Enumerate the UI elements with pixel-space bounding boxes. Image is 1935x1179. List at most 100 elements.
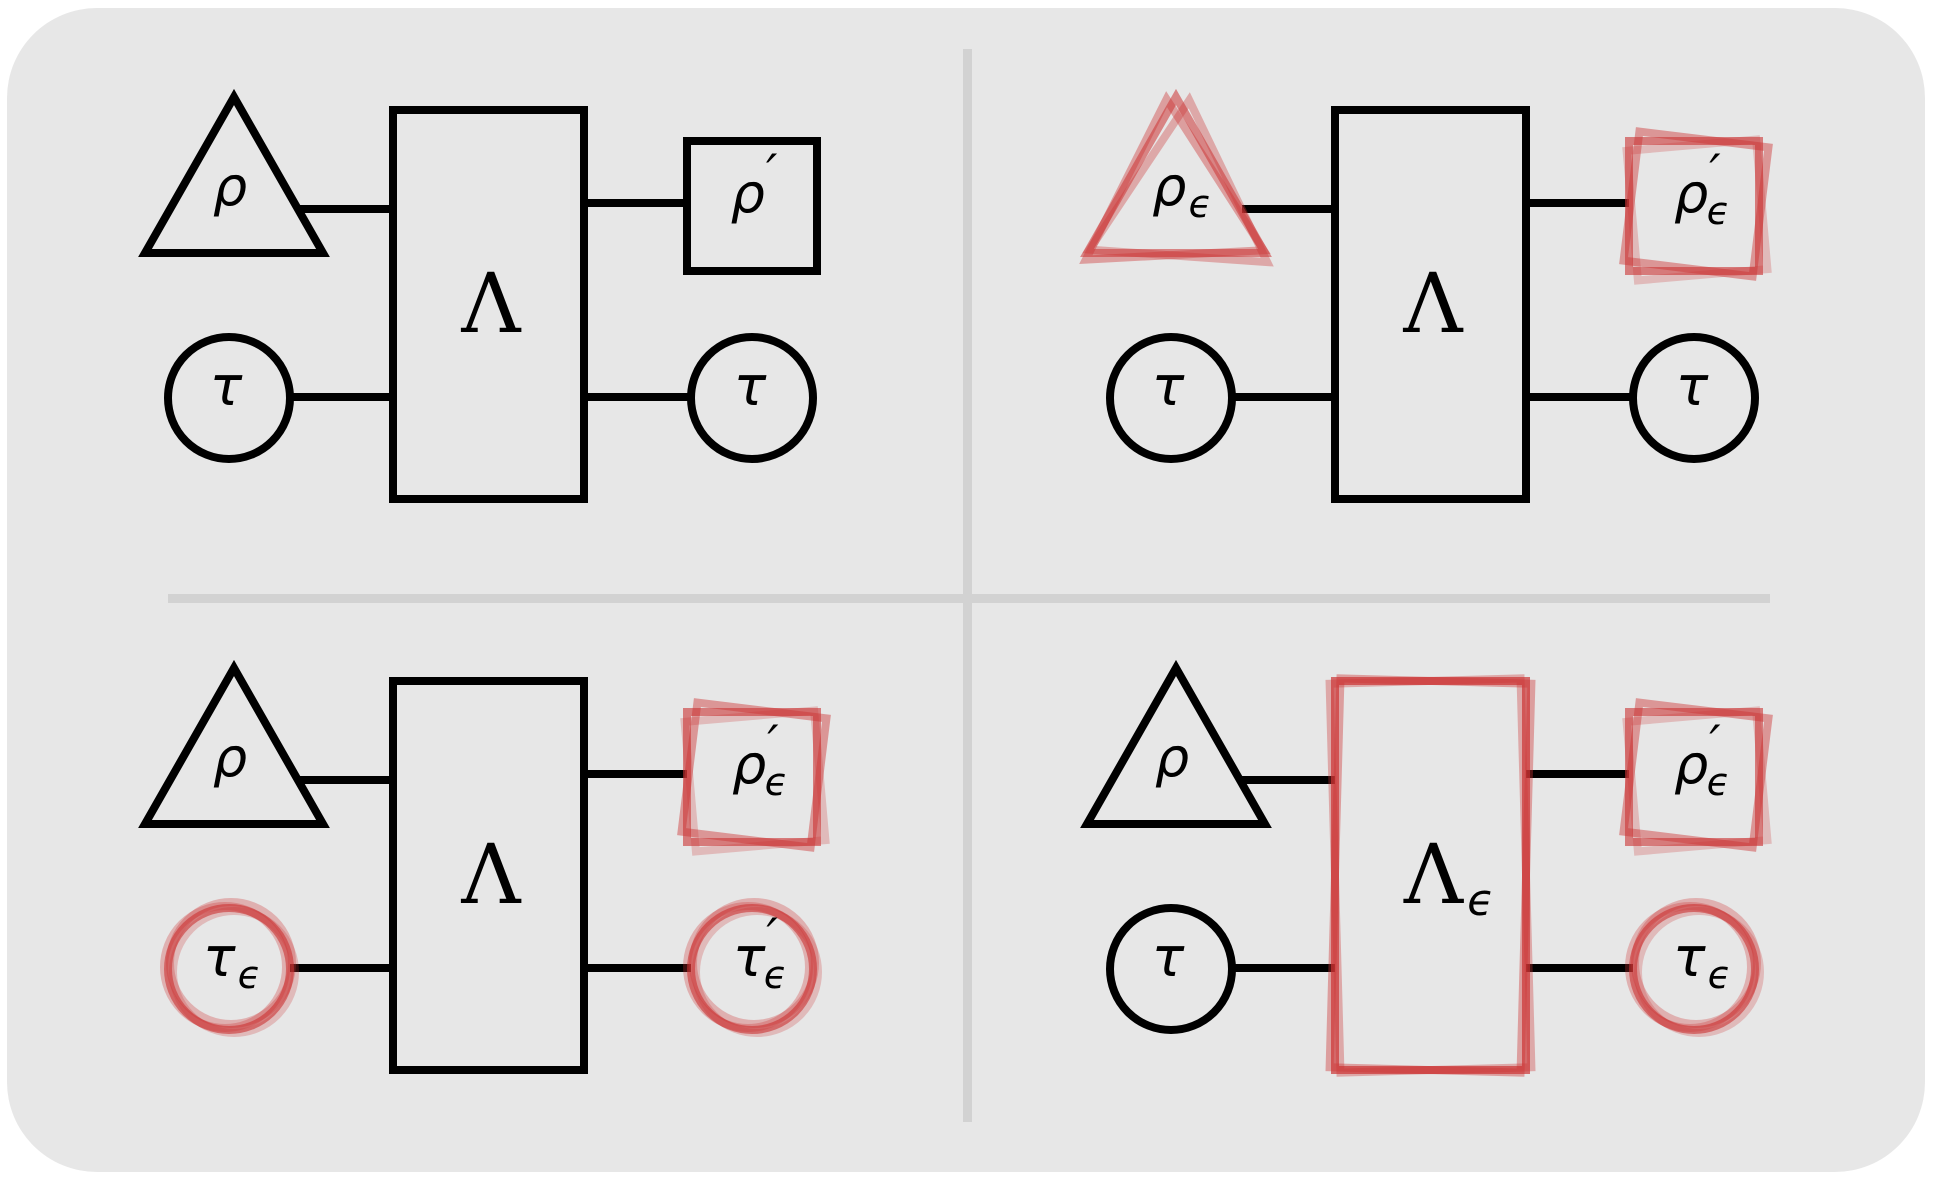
- output-ancilla-circle-perturbed-outline: [1629, 904, 1759, 1034]
- channel-box: [389, 106, 588, 503]
- input-state-label: ρ: [213, 726, 247, 789]
- input-ancilla-circle: [164, 333, 294, 463]
- input-ancilla-label-symbol: τ: [210, 355, 243, 418]
- input-state-triangle-perturbed-outline: [1079, 91, 1271, 264]
- input-state-triangle-outline: [1080, 659, 1272, 828]
- input-state-label: ρ: [213, 155, 247, 218]
- output-ancilla-circle-outline: [687, 333, 817, 463]
- output-state-square: [1619, 127, 1773, 285]
- output-ancilla-label-subscript: ϵ: [764, 953, 787, 997]
- input-ancilla-label: τϵ: [203, 926, 261, 997]
- input-ancilla-label: τ: [1152, 926, 1185, 989]
- horizontal-divider: [168, 594, 1770, 603]
- vertical-divider: [963, 49, 972, 1122]
- output-state-square-perturbed-outline: [677, 698, 831, 852]
- channel-label: Λ: [460, 828, 522, 923]
- output-state-square-perturbed-outline: [680, 706, 830, 856]
- output-ancilla-label-symbol: τ: [1676, 355, 1709, 418]
- output-state-square: [677, 698, 831, 856]
- input-state-triangle-perturbed-outline: [1080, 88, 1272, 257]
- output-ancilla-label: τϵ: [1673, 926, 1731, 997]
- input-ancilla-circle-perturbed-outline: [160, 902, 290, 1032]
- output-ancilla-circle: [1625, 898, 1764, 1037]
- channel-label-subscript: ϵ: [1467, 875, 1494, 926]
- channel-label-symbol: Λ: [1403, 828, 1465, 923]
- output-state-label-symbol: ρ: [732, 733, 766, 796]
- output-ancilla-circle-perturbed-outline: [692, 907, 822, 1037]
- output-ancilla-label-symbol: τ: [1673, 926, 1706, 989]
- output-ancilla-circle-perturbed-outline: [689, 898, 819, 1028]
- input-state-triangle: [1079, 88, 1274, 267]
- input-state-label-symbol: ρ: [1155, 726, 1189, 789]
- input-ancilla-label-symbol: τ: [1152, 926, 1185, 989]
- input-ancilla-circle-perturbed-outline: [166, 898, 296, 1028]
- input-state-triangle: [138, 88, 330, 257]
- wires: [1232, 199, 1633, 401]
- input-state-triangle-outline: [138, 88, 330, 257]
- input-ancilla-label-subscript: ϵ: [238, 953, 261, 997]
- channel-box-perturbed-outline: [1325, 674, 1536, 1077]
- output-state-square-perturbed-outline: [1622, 135, 1772, 285]
- channel-label: Λϵ: [1403, 828, 1494, 926]
- channel-box-outline: [389, 106, 588, 503]
- output-ancilla-label: τ′ϵ: [733, 908, 787, 997]
- output-ancilla-circle: [687, 333, 817, 463]
- channel-box: [1331, 106, 1530, 503]
- input-state-triangle: [138, 659, 330, 828]
- channel-label-symbol: Λ: [1402, 257, 1464, 352]
- output-state-label-prime: ′: [1709, 144, 1721, 202]
- input-state-triangle: [1080, 659, 1272, 828]
- output-ancilla-label: τ: [1676, 355, 1709, 418]
- output-state-square-perturbed-outline: [1625, 137, 1763, 275]
- labels: ρΛρ′ τ τ: [210, 144, 778, 418]
- channel-box-perturbed-outline: [1325, 674, 1536, 1077]
- output-state-label: ρ′ϵ: [732, 715, 788, 804]
- output-ancilla-label-subscript: ϵ: [1708, 953, 1731, 997]
- input-state-triangle-perturbed-outline: [1082, 92, 1274, 267]
- output-ancilla-circle-perturbed-outline: [1634, 907, 1764, 1037]
- channel-box-perturbed-outline: [1331, 677, 1530, 1074]
- output-state-label-symbol: ρ: [1674, 162, 1708, 225]
- input-state-label: ρϵ: [1152, 155, 1212, 226]
- input-state-label-symbol: ρ: [1152, 155, 1186, 218]
- output-state-square-perturbed-outline: [1622, 706, 1772, 856]
- input-ancilla-circle-outline: [164, 333, 294, 463]
- channel-box-outline: [389, 677, 588, 1074]
- output-state-label-symbol: ρ: [731, 162, 765, 225]
- input-state-label-symbol: ρ: [213, 155, 247, 218]
- input-ancilla-label: τ: [1152, 355, 1185, 418]
- input-ancilla-circle: [1106, 904, 1236, 1034]
- output-ancilla-circle-perturbed-outline: [687, 904, 817, 1034]
- input-ancilla-circle-outline: [1106, 333, 1236, 463]
- output-ancilla-label-prime: ′: [766, 908, 778, 966]
- panel-top-left: ρΛρ′ τ τ: [138, 88, 821, 503]
- output-ancilla-label: τ: [734, 355, 767, 418]
- wires: [290, 199, 691, 401]
- channel-label: Λ: [1402, 257, 1464, 352]
- output-state-label-prime: ′: [767, 715, 779, 773]
- output-state-label-prime: ′: [1709, 715, 1721, 773]
- output-ancilla-circle-perturbed-outline: [1625, 902, 1755, 1032]
- output-state-label: ρ′: [731, 144, 778, 225]
- output-ancilla-circle: [683, 898, 822, 1037]
- output-state-square-perturbed-outline: [1625, 708, 1763, 846]
- output-state-square-perturbed-outline: [1619, 127, 1773, 281]
- wires: [1232, 770, 1633, 972]
- output-ancilla-label-symbol: τ: [734, 355, 767, 418]
- output-state-square-perturbed-outline: [1619, 698, 1773, 852]
- output-state-label-subscript: ϵ: [1707, 189, 1730, 233]
- input-ancilla-circle: [1106, 333, 1236, 463]
- input-state-label-subscript: ϵ: [1188, 182, 1211, 226]
- channel-label-symbol: Λ: [460, 257, 522, 352]
- output-state-label-subscript: ϵ: [1707, 760, 1730, 804]
- wires: [290, 770, 691, 972]
- channel-label: Λ: [460, 257, 522, 352]
- output-ancilla-circle: [1629, 333, 1759, 463]
- output-state-square-perturbed-outline: [683, 708, 821, 846]
- output-ancilla-label-symbol: τ: [733, 926, 766, 989]
